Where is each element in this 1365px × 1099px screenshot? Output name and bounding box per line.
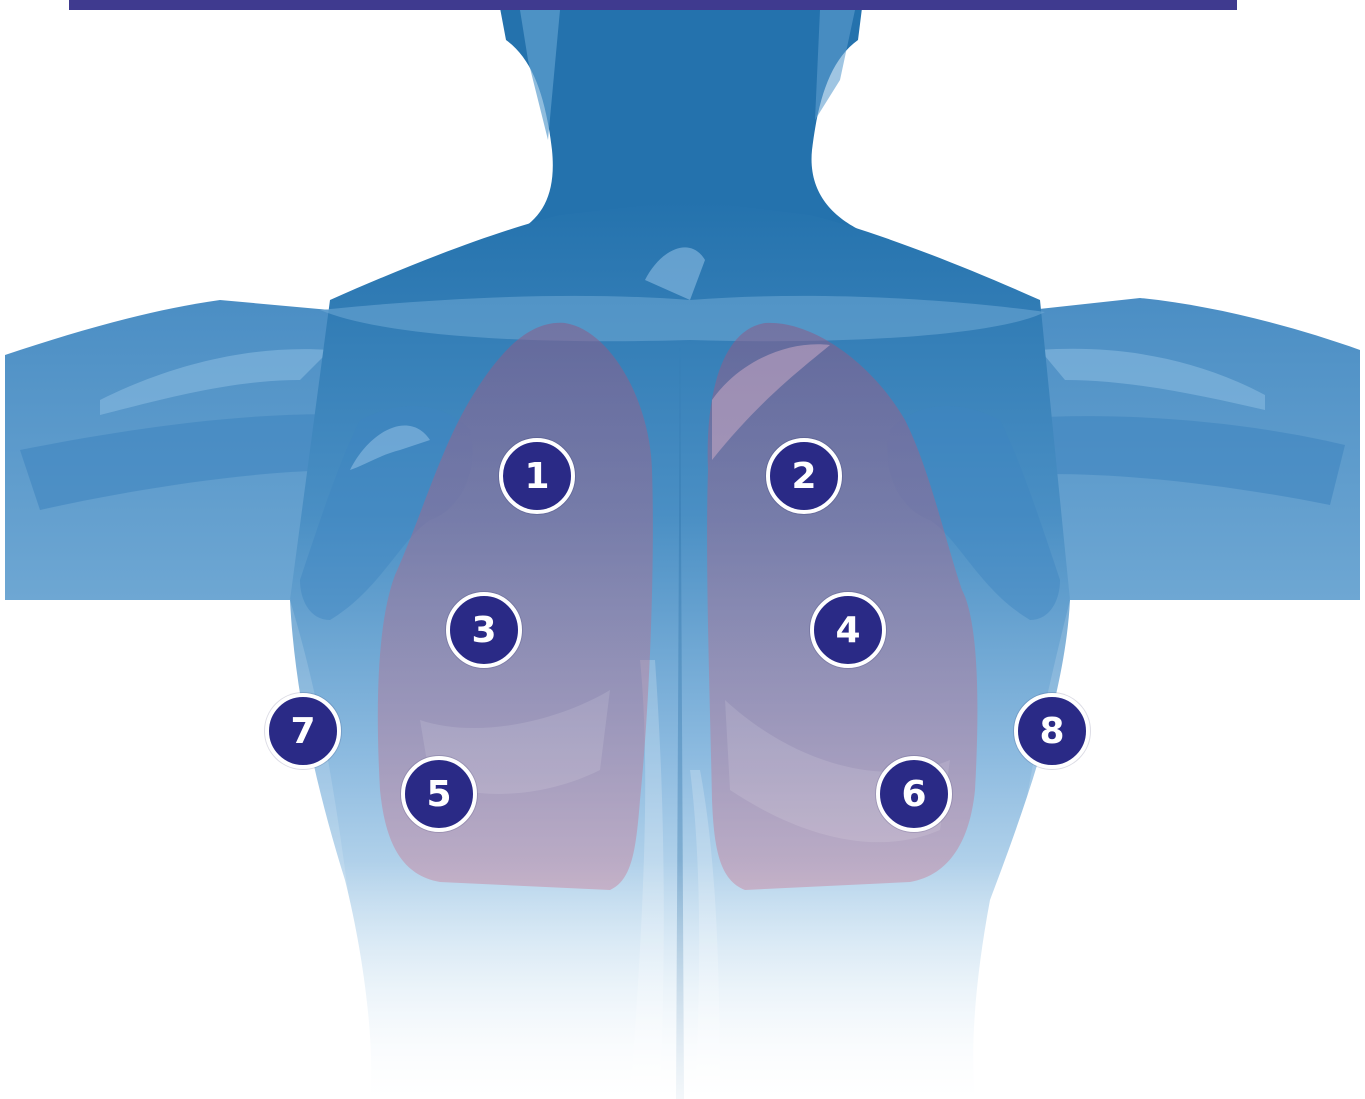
point-marker-6[interactable]: 6 [876, 756, 952, 832]
point-marker-3[interactable]: 3 [446, 592, 522, 668]
point-marker-8[interactable]: 8 [1014, 693, 1090, 769]
point-marker-5[interactable]: 5 [401, 756, 477, 832]
point-marker-4[interactable]: 4 [810, 592, 886, 668]
point-marker-7[interactable]: 7 [265, 693, 341, 769]
point-marker-1[interactable]: 1 [499, 438, 575, 514]
point-marker-2[interactable]: 2 [766, 438, 842, 514]
